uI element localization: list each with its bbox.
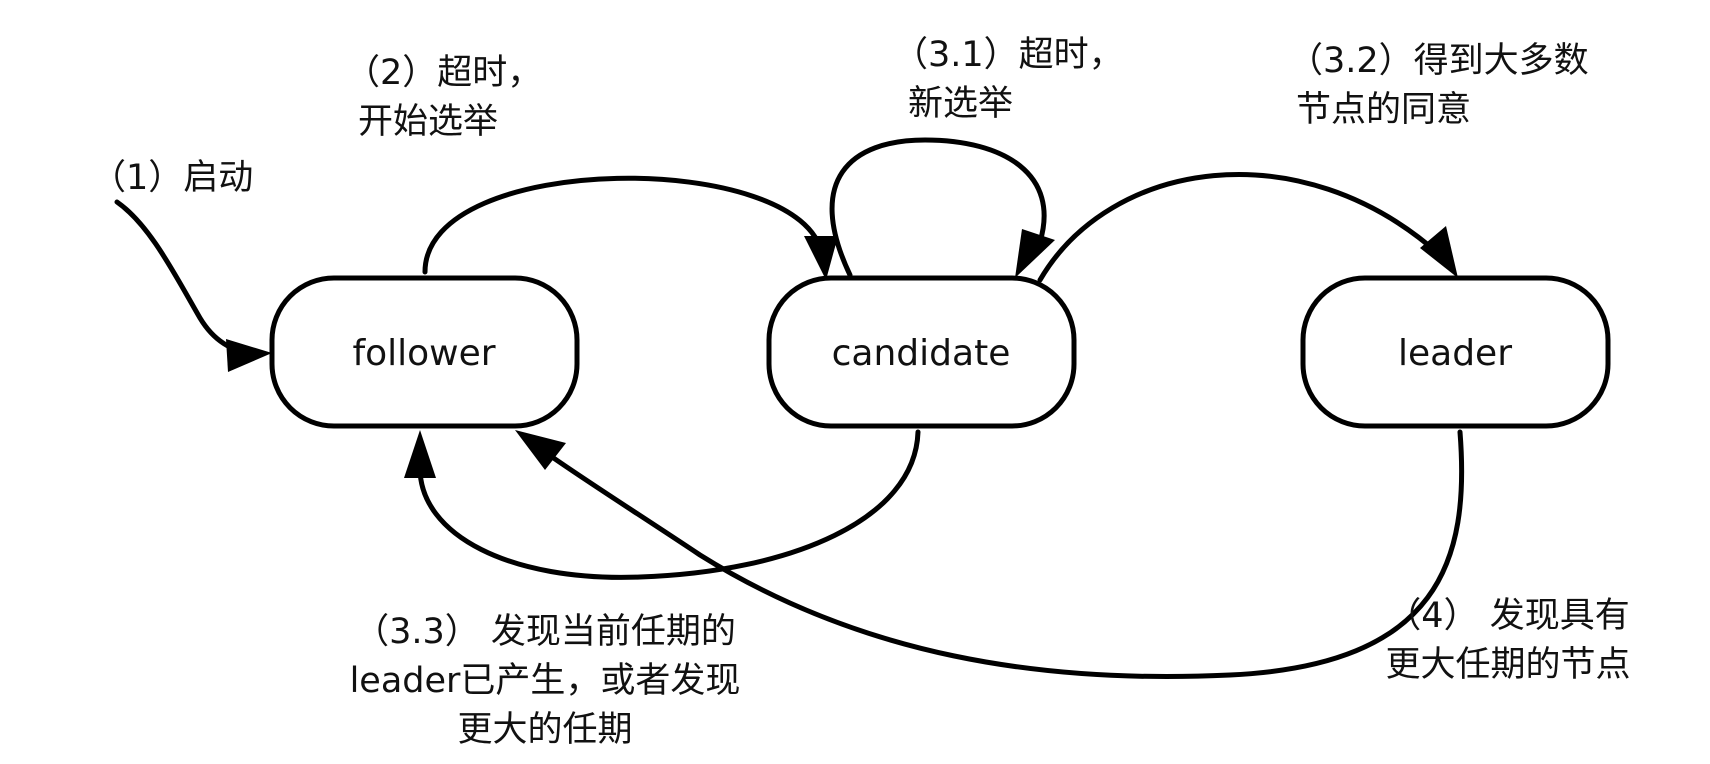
- follower-box: [269, 275, 580, 429]
- label-timeout-line2: 开始选举: [358, 102, 498, 142]
- state-candidate: candidate: [766, 275, 1077, 429]
- label-self-loop-line1: （3.1）超时，: [893, 35, 1124, 75]
- edge-leader-to-follower: [515, 429, 1465, 680]
- follower-label: follower: [352, 333, 495, 374]
- label-stepdown-line1: （3.3） 发现当前任期的: [354, 612, 736, 652]
- edge-demote-line: [542, 429, 1465, 680]
- edge-stepdown-arrowhead: [404, 430, 436, 478]
- edge-candidate-to-follower: [404, 429, 921, 580]
- candidate-label: candidate: [832, 333, 1011, 374]
- label-majority-line1: （3.2）得到大多数: [1288, 41, 1589, 81]
- label-self-loop-line2: 新选举: [908, 84, 1013, 124]
- label-timeout-line1: （2）超时，: [345, 53, 542, 93]
- edge-demote-arrowhead: [515, 430, 566, 470]
- state-leader: leader: [1300, 275, 1611, 429]
- edge-majority-arrowhead: [1420, 226, 1458, 278]
- edge-timeout-line: [422, 175, 825, 275]
- label-demote-line2: 更大任期的节点: [1385, 645, 1630, 685]
- edge-timeout-arrowhead: [804, 236, 838, 280]
- edge-self-loop-arrowhead: [1015, 229, 1055, 278]
- edge-stepdown-line: [417, 429, 921, 580]
- edge-majority-line: [1037, 172, 1443, 283]
- label-demote-line1: （4） 发现具有: [1386, 596, 1629, 636]
- label-start: （1）启动: [91, 158, 253, 198]
- label-stepdown-line2: leader已产生，或者发现: [350, 661, 741, 701]
- label-stepdown-line3: 更大的任期: [457, 710, 632, 750]
- edge-start-arrowhead: [226, 339, 272, 372]
- label-majority-line2: 节点的同意: [1296, 90, 1471, 130]
- leader-label: leader: [1398, 333, 1512, 374]
- edge-self-loop-line: [829, 137, 1047, 278]
- leader-box: [1300, 275, 1611, 429]
- edge-start: [114, 199, 272, 372]
- edge-candidate-to-leader: [1037, 172, 1458, 283]
- edge-candidate-self-loop: [829, 137, 1055, 278]
- state-follower: follower: [269, 275, 580, 429]
- candidate-box: [766, 275, 1077, 429]
- edge-follower-to-candidate: [422, 175, 838, 280]
- edge-start-line: [114, 199, 261, 357]
